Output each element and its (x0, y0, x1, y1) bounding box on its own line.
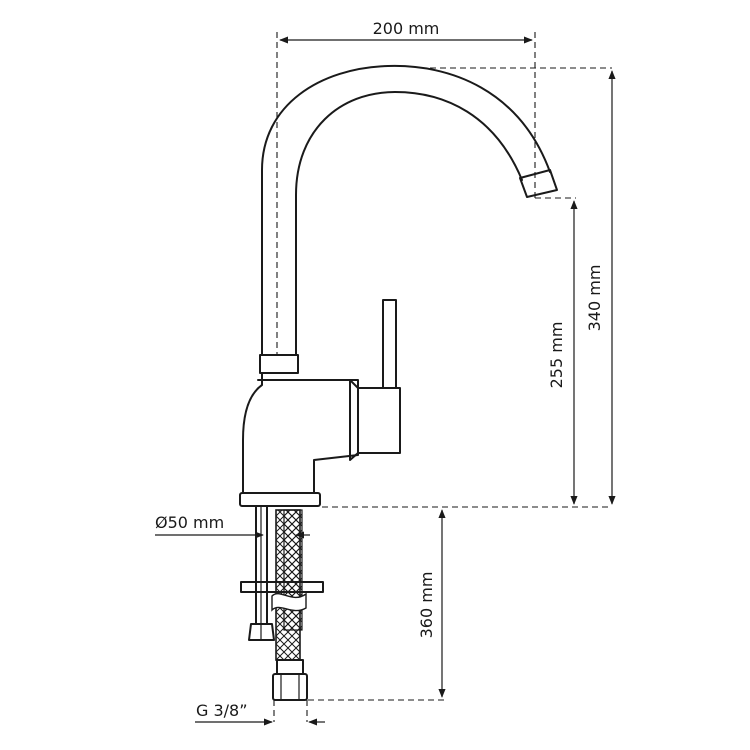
label-base-diameter: Ø50 mm (155, 513, 224, 532)
spout-inner-contour (295, 91, 523, 356)
fixing-nut (248, 623, 275, 641)
hose-ferrule (276, 659, 304, 675)
label-hose-length: 360 mm (417, 572, 436, 639)
label-thread: G 3/8” (196, 701, 248, 720)
flexible-hoses (271, 509, 308, 701)
dimension-lines (155, 36, 616, 726)
neck-collar (259, 354, 299, 374)
label-total-height: 340 mm (585, 265, 604, 332)
hose-connector-nut (272, 673, 308, 701)
label-spout-height: 255 mm (547, 322, 566, 389)
label-spout-reach: 200 mm (373, 19, 440, 38)
hose-right (283, 509, 303, 631)
hose-break-mark (271, 592, 307, 612)
dimension-labels: 200 mm 340 mm 255 mm 360 mm Ø50 mm G 3/8… (155, 19, 604, 720)
extension-lines (273, 32, 612, 722)
faucet-outline (239, 64, 558, 507)
body-block (242, 372, 359, 494)
base-ring (239, 492, 321, 507)
spout-tip (519, 169, 558, 198)
lever-stem (382, 299, 397, 389)
spout-outer-contour (261, 64, 551, 356)
